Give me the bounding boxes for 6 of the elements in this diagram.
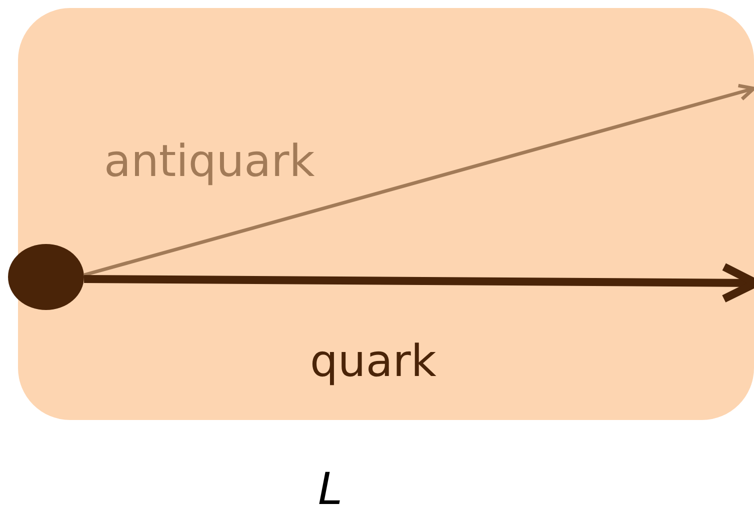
length-label: L	[318, 468, 343, 512]
arrow	[84, 262, 754, 303]
edge-label: quark	[310, 340, 436, 384]
edge-label: antiquark	[104, 140, 315, 184]
medium-region	[18, 8, 754, 420]
arrow	[84, 84, 754, 277]
